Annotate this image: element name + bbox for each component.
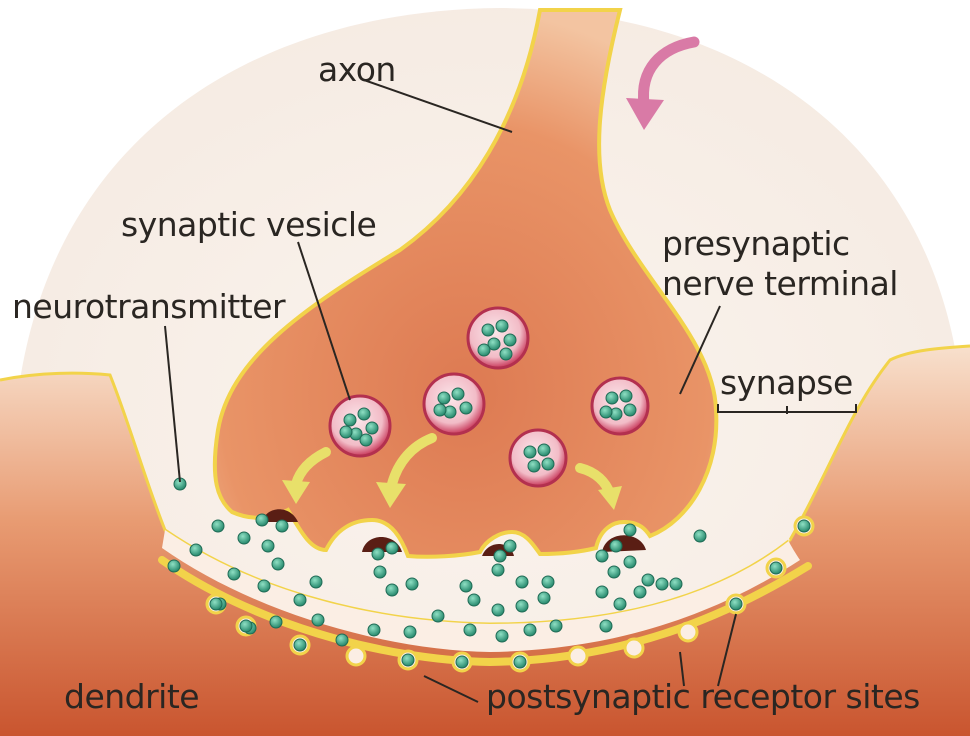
vesicle-contents <box>339 319 637 473</box>
vesicle <box>466 306 530 370</box>
free-neurotransmitters <box>167 477 811 669</box>
vesicle <box>422 372 486 436</box>
label-presynaptic-nerve-terminal: presynaptic nerve terminal <box>662 224 898 304</box>
label-synaptic-vesicle: synaptic vesicle <box>121 205 377 244</box>
dendrite-body <box>0 346 970 736</box>
leader-lines <box>164 79 857 703</box>
label-presynaptic-line2: nerve terminal <box>662 264 898 303</box>
label-postsynaptic-receptor-sites: postsynaptic receptor sites <box>486 677 920 716</box>
label-axon: axon <box>318 50 396 89</box>
postsynaptic-membrane <box>158 556 812 667</box>
label-neurotransmitter: neurotransmitter <box>12 287 286 326</box>
signal-flow-arrow <box>638 36 700 110</box>
vesicle <box>508 428 568 488</box>
signal-flow-arrowhead <box>626 98 664 130</box>
label-dendrite: dendrite <box>64 677 200 716</box>
vesicle <box>328 394 392 458</box>
label-presynaptic-line1: presynaptic <box>662 224 850 263</box>
label-synapse: synapse <box>720 363 853 402</box>
release-arrowheads <box>282 480 622 510</box>
vesicle <box>590 376 650 436</box>
